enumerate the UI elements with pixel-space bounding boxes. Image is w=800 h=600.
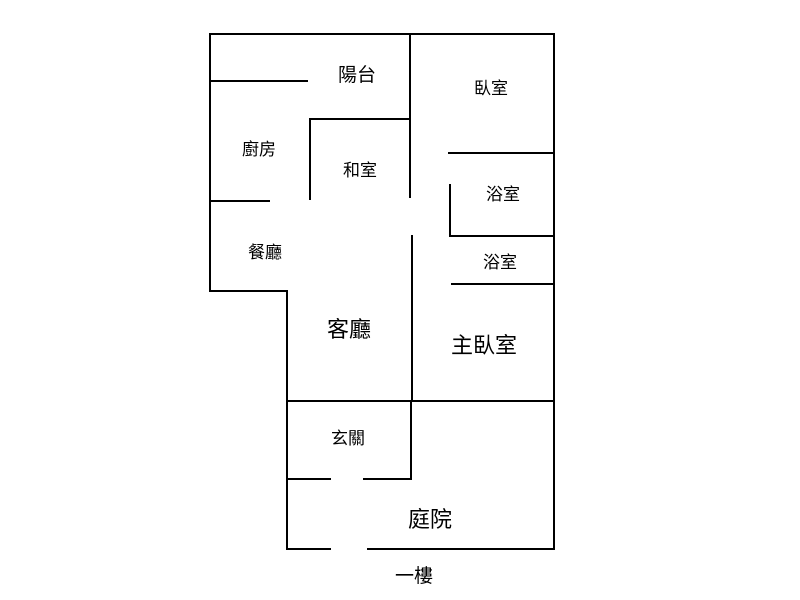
room-label-entrance: 玄關 <box>331 429 365 449</box>
floor-caption: 一樓 <box>395 565 433 587</box>
walls <box>209 33 555 550</box>
room-label-master-bedroom: 主臥室 <box>451 334 517 359</box>
room-label-bathroom-lower: 浴室 <box>483 253 517 273</box>
room-label-japanese-room: 和室 <box>343 161 377 181</box>
room-label-balcony: 陽台 <box>338 64 376 86</box>
room-labels: 陽台 臥室 廚房 和室 浴室 餐廳 浴室 客廳 主臥室 玄關 庭院 一樓 <box>242 64 520 587</box>
room-label-bathroom-upper: 浴室 <box>486 185 520 205</box>
room-label-courtyard: 庭院 <box>408 508 452 533</box>
room-label-living-room: 客廳 <box>327 318 371 343</box>
room-label-kitchen: 廚房 <box>242 139 276 160</box>
room-label-bedroom: 臥室 <box>474 79 508 99</box>
room-label-dining-room: 餐廳 <box>248 243 282 263</box>
